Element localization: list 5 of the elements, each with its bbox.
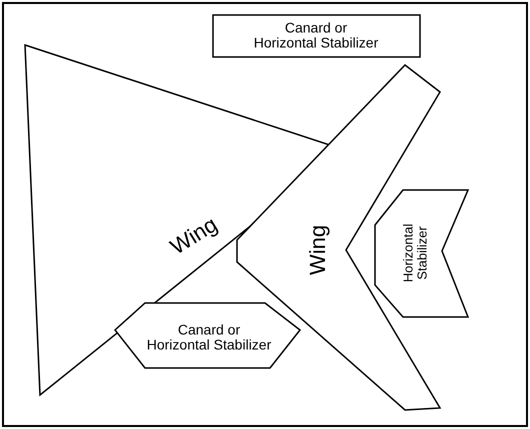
canard-stabilizer-label: Canard or Horizontal Stabilizer — [146, 322, 272, 354]
wing-label: Wing — [306, 224, 330, 278]
horizontal-stabilizer-label: Horizontal Stabilizer — [402, 222, 430, 284]
wing-label: Wing — [164, 210, 223, 262]
canard-stabilizer-label: Canard or Horizontal Stabilizer — [252, 20, 380, 52]
